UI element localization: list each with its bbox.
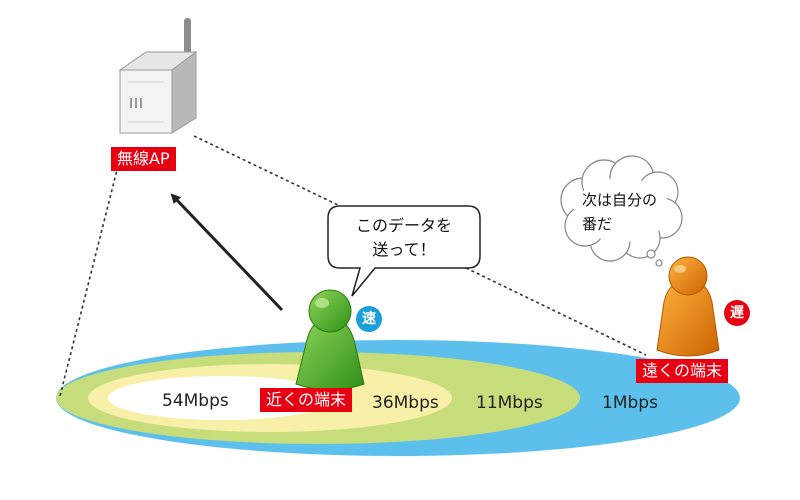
rate-1mbps: 1Mbps [602,393,658,413]
near-terminal-person-icon [295,289,365,391]
near-terminal-label: 近くの端末 [260,388,353,412]
thought-line-1: 次は自分の [582,191,658,209]
thought-line-2: 番だ [582,215,613,233]
access-point-label: 無線AP [111,147,176,171]
speech-bubble [327,205,481,297]
speech-bubble-text: このデータを 送って！ [336,214,472,262]
far-terminal-label: 遠くの端末 [636,359,729,383]
wireless-router-icon [118,18,198,134]
thought-bubble-text: 次は自分の 番だ [582,188,657,236]
rate-36mbps: 36Mbps [372,393,439,413]
transmit-arrow [170,193,284,312]
rate-11mbps: 11Mbps [476,393,543,413]
speech-line-1: このデータを [355,216,452,235]
speech-line-2: 送って！ [372,240,436,259]
rate-54mbps: 54Mbps [162,391,229,411]
slow-speed-badge: 遅 [724,300,750,326]
range-line-middle [465,267,647,356]
range-line-left [59,165,119,397]
far-terminal-person-icon [656,256,720,357]
thought-bubble [560,155,683,267]
coverage-zones [56,340,740,456]
fast-speed-badge: 速 [356,306,382,332]
range-line-top [193,135,339,206]
range-lines [59,135,647,397]
